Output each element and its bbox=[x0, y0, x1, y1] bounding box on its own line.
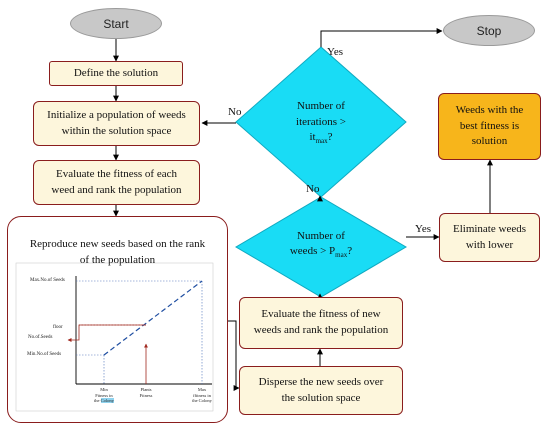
iterations-line-3: itmax? bbox=[309, 130, 333, 146]
evaluate-fitness-box: Evaluate the fitness of each weed and ra… bbox=[33, 160, 200, 205]
evaluate-new-label: Evaluate the fitness of new weeds and ra… bbox=[254, 307, 388, 339]
chart-x-min-label: Min Fitness in the Colony bbox=[94, 387, 114, 404]
eliminate-label: Eliminate weeds with lower bbox=[453, 222, 526, 254]
reproduce-seeds-label: Reproduce new seeds based on the rank of… bbox=[30, 237, 205, 269]
chart-y-mid-label: No.of.Seeds bbox=[28, 335, 53, 340]
initialize-population-label: Initialize a population of weeds within … bbox=[47, 108, 186, 140]
evaluate-line-2: weed and rank the population bbox=[51, 183, 182, 196]
start-terminal: Start bbox=[70, 8, 162, 39]
chart-floor-label: floor bbox=[53, 325, 63, 330]
chart-x-max-label: Max ffitness in the Colony bbox=[192, 387, 212, 404]
stop-label: Stop bbox=[476, 23, 502, 38]
eliminate-line-1: Eliminate weeds bbox=[452, 222, 526, 235]
disperse-label: Disperse the new seeds over the solution… bbox=[259, 375, 384, 407]
best-line-3: solution bbox=[471, 135, 508, 148]
chart-x-mid-label: Plants Fitness bbox=[139, 387, 153, 398]
iterations-yes-label: Yes bbox=[327, 46, 344, 58]
reproduce-line-1: Reproduce new seeds based on the rank bbox=[29, 238, 206, 250]
weeds-decision-text: Number of weeds > Pmax? bbox=[271, 228, 371, 262]
weeds-yes-label: Yes bbox=[415, 223, 432, 235]
iterations-line-2: iterations > bbox=[296, 115, 346, 128]
start-label: Start bbox=[103, 16, 129, 31]
seed-production-chart bbox=[15, 262, 214, 412]
chart-y-max-label: Max.No.of Seeds bbox=[30, 278, 65, 283]
initialize-population-box: Initialize a population of weeds within … bbox=[33, 101, 200, 146]
best-line-2: best fitness is bbox=[459, 119, 520, 132]
reproduce-seeds-box: Reproduce new seeds based on the rank of… bbox=[7, 216, 228, 423]
disperse-line-1: Disperse the new seeds over bbox=[258, 375, 384, 388]
evaluate-new-line-2: weeds and rank the population bbox=[253, 324, 389, 336]
evaluate-fitness-label: Evaluate the fitness of each weed and ra… bbox=[51, 167, 181, 199]
evaluate-new-line-1: Evaluate the fitness of new bbox=[261, 308, 381, 321]
stop-terminal: Stop bbox=[443, 15, 535, 46]
eliminate-line-2: with lower bbox=[465, 238, 514, 251]
chart-floor-arrow bbox=[67, 324, 146, 342]
define-solution-box: Define the solution bbox=[49, 61, 183, 86]
chart-colony-highlight: Colony bbox=[100, 398, 114, 404]
eliminate-weeds-box: Eliminate weeds with lower bbox=[439, 213, 540, 262]
evaluate-new-weeds-box: Evaluate the fitness of new weeds and ra… bbox=[239, 297, 403, 349]
reproduce-line-2: of the population bbox=[79, 253, 156, 266]
weeds-no-label: No bbox=[306, 183, 320, 195]
best-line-1: Weeds with the bbox=[455, 103, 524, 116]
chart-trend-line bbox=[103, 280, 203, 356]
iterations-no-label: No bbox=[228, 106, 242, 118]
best-fitness-label: Weeds with the best fitness is solution bbox=[456, 103, 524, 151]
disperse-seeds-box: Disperse the new seeds over the solution… bbox=[239, 366, 403, 415]
iterations-line-1: Number of bbox=[297, 100, 345, 113]
iterations-decision-text: Number of iterations > itmax? bbox=[271, 98, 371, 148]
disperse-line-2: the solution space bbox=[281, 391, 361, 404]
chart-y-min-label: Min.No.of Seeds bbox=[27, 352, 62, 357]
weeds-line-1: Number of bbox=[297, 229, 345, 242]
define-solution-label: Define the solution bbox=[73, 66, 159, 79]
initialize-line-2: within the solution space bbox=[61, 124, 172, 137]
best-fitness-solution-box: Weeds with the best fitness is solution bbox=[438, 93, 541, 160]
arrow-reproduce-to-disperse bbox=[228, 320, 240, 391]
weeds-line-2: weeds > Pmax? bbox=[289, 245, 353, 260]
arrow-iterations-yes-to-stop bbox=[320, 28, 443, 47]
evaluate-line-1: Evaluate the fitness of each bbox=[56, 167, 177, 180]
initialize-line-1: Initialize a population of weeds bbox=[47, 108, 186, 121]
